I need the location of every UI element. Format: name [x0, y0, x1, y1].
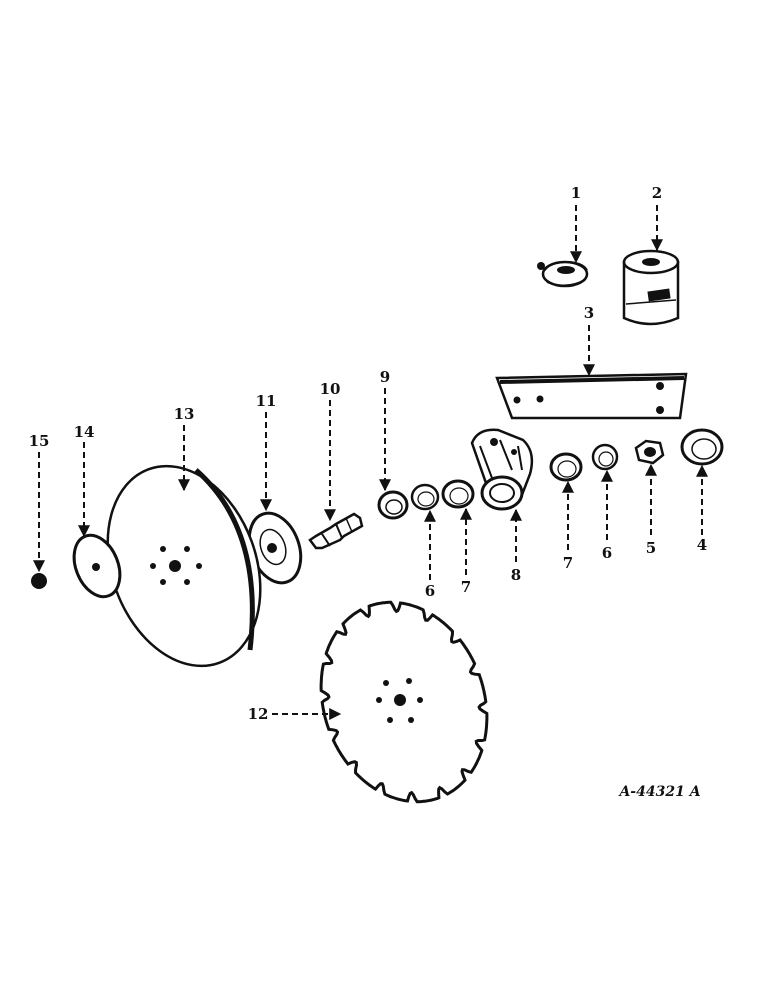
callout-2: 2 [652, 184, 662, 202]
part-10-spindle [308, 512, 364, 550]
part-7-cup-left [441, 479, 475, 509]
callout-6-right: 6 [602, 544, 612, 562]
callout-3: 3 [584, 304, 594, 322]
part-15-nut [31, 573, 47, 589]
callout-5: 5 [646, 539, 656, 557]
callout-12: 12 [248, 705, 269, 723]
part-6-bearing-left [410, 483, 440, 511]
part-6-bearing-right [591, 443, 619, 471]
part-5-nut [634, 439, 665, 465]
callout-15: 15 [29, 432, 50, 450]
part-8-housing [470, 428, 534, 511]
callout-14: 14 [74, 423, 95, 441]
callout-7-right: 7 [563, 554, 573, 572]
callout-11: 11 [256, 392, 277, 410]
part-12-notched-disk [319, 600, 489, 804]
drawing-reference: A-44321 A [617, 784, 700, 800]
part-9-seal [377, 490, 409, 520]
callout-9: 9 [380, 368, 390, 386]
callout-7-left: 7 [461, 578, 471, 596]
part-3-bracket [495, 372, 688, 420]
part-1-clip [537, 260, 589, 288]
callout-1: 1 [571, 184, 581, 202]
callout-4: 4 [697, 536, 707, 554]
part-4-cap [680, 428, 724, 466]
callout-10: 10 [320, 380, 341, 398]
part-2-clamp [622, 249, 680, 326]
part-13-disk-blade [106, 464, 262, 668]
callout-8: 8 [511, 566, 521, 584]
part-7-cup-right [549, 452, 583, 482]
leader-lines [33, 205, 708, 720]
callout-6-left: 6 [425, 582, 435, 600]
callout-13: 13 [174, 405, 195, 423]
callouts: 1 2 3 4 5 6 7 8 7 6 9 10 11 12 13 14 15 [29, 184, 708, 723]
